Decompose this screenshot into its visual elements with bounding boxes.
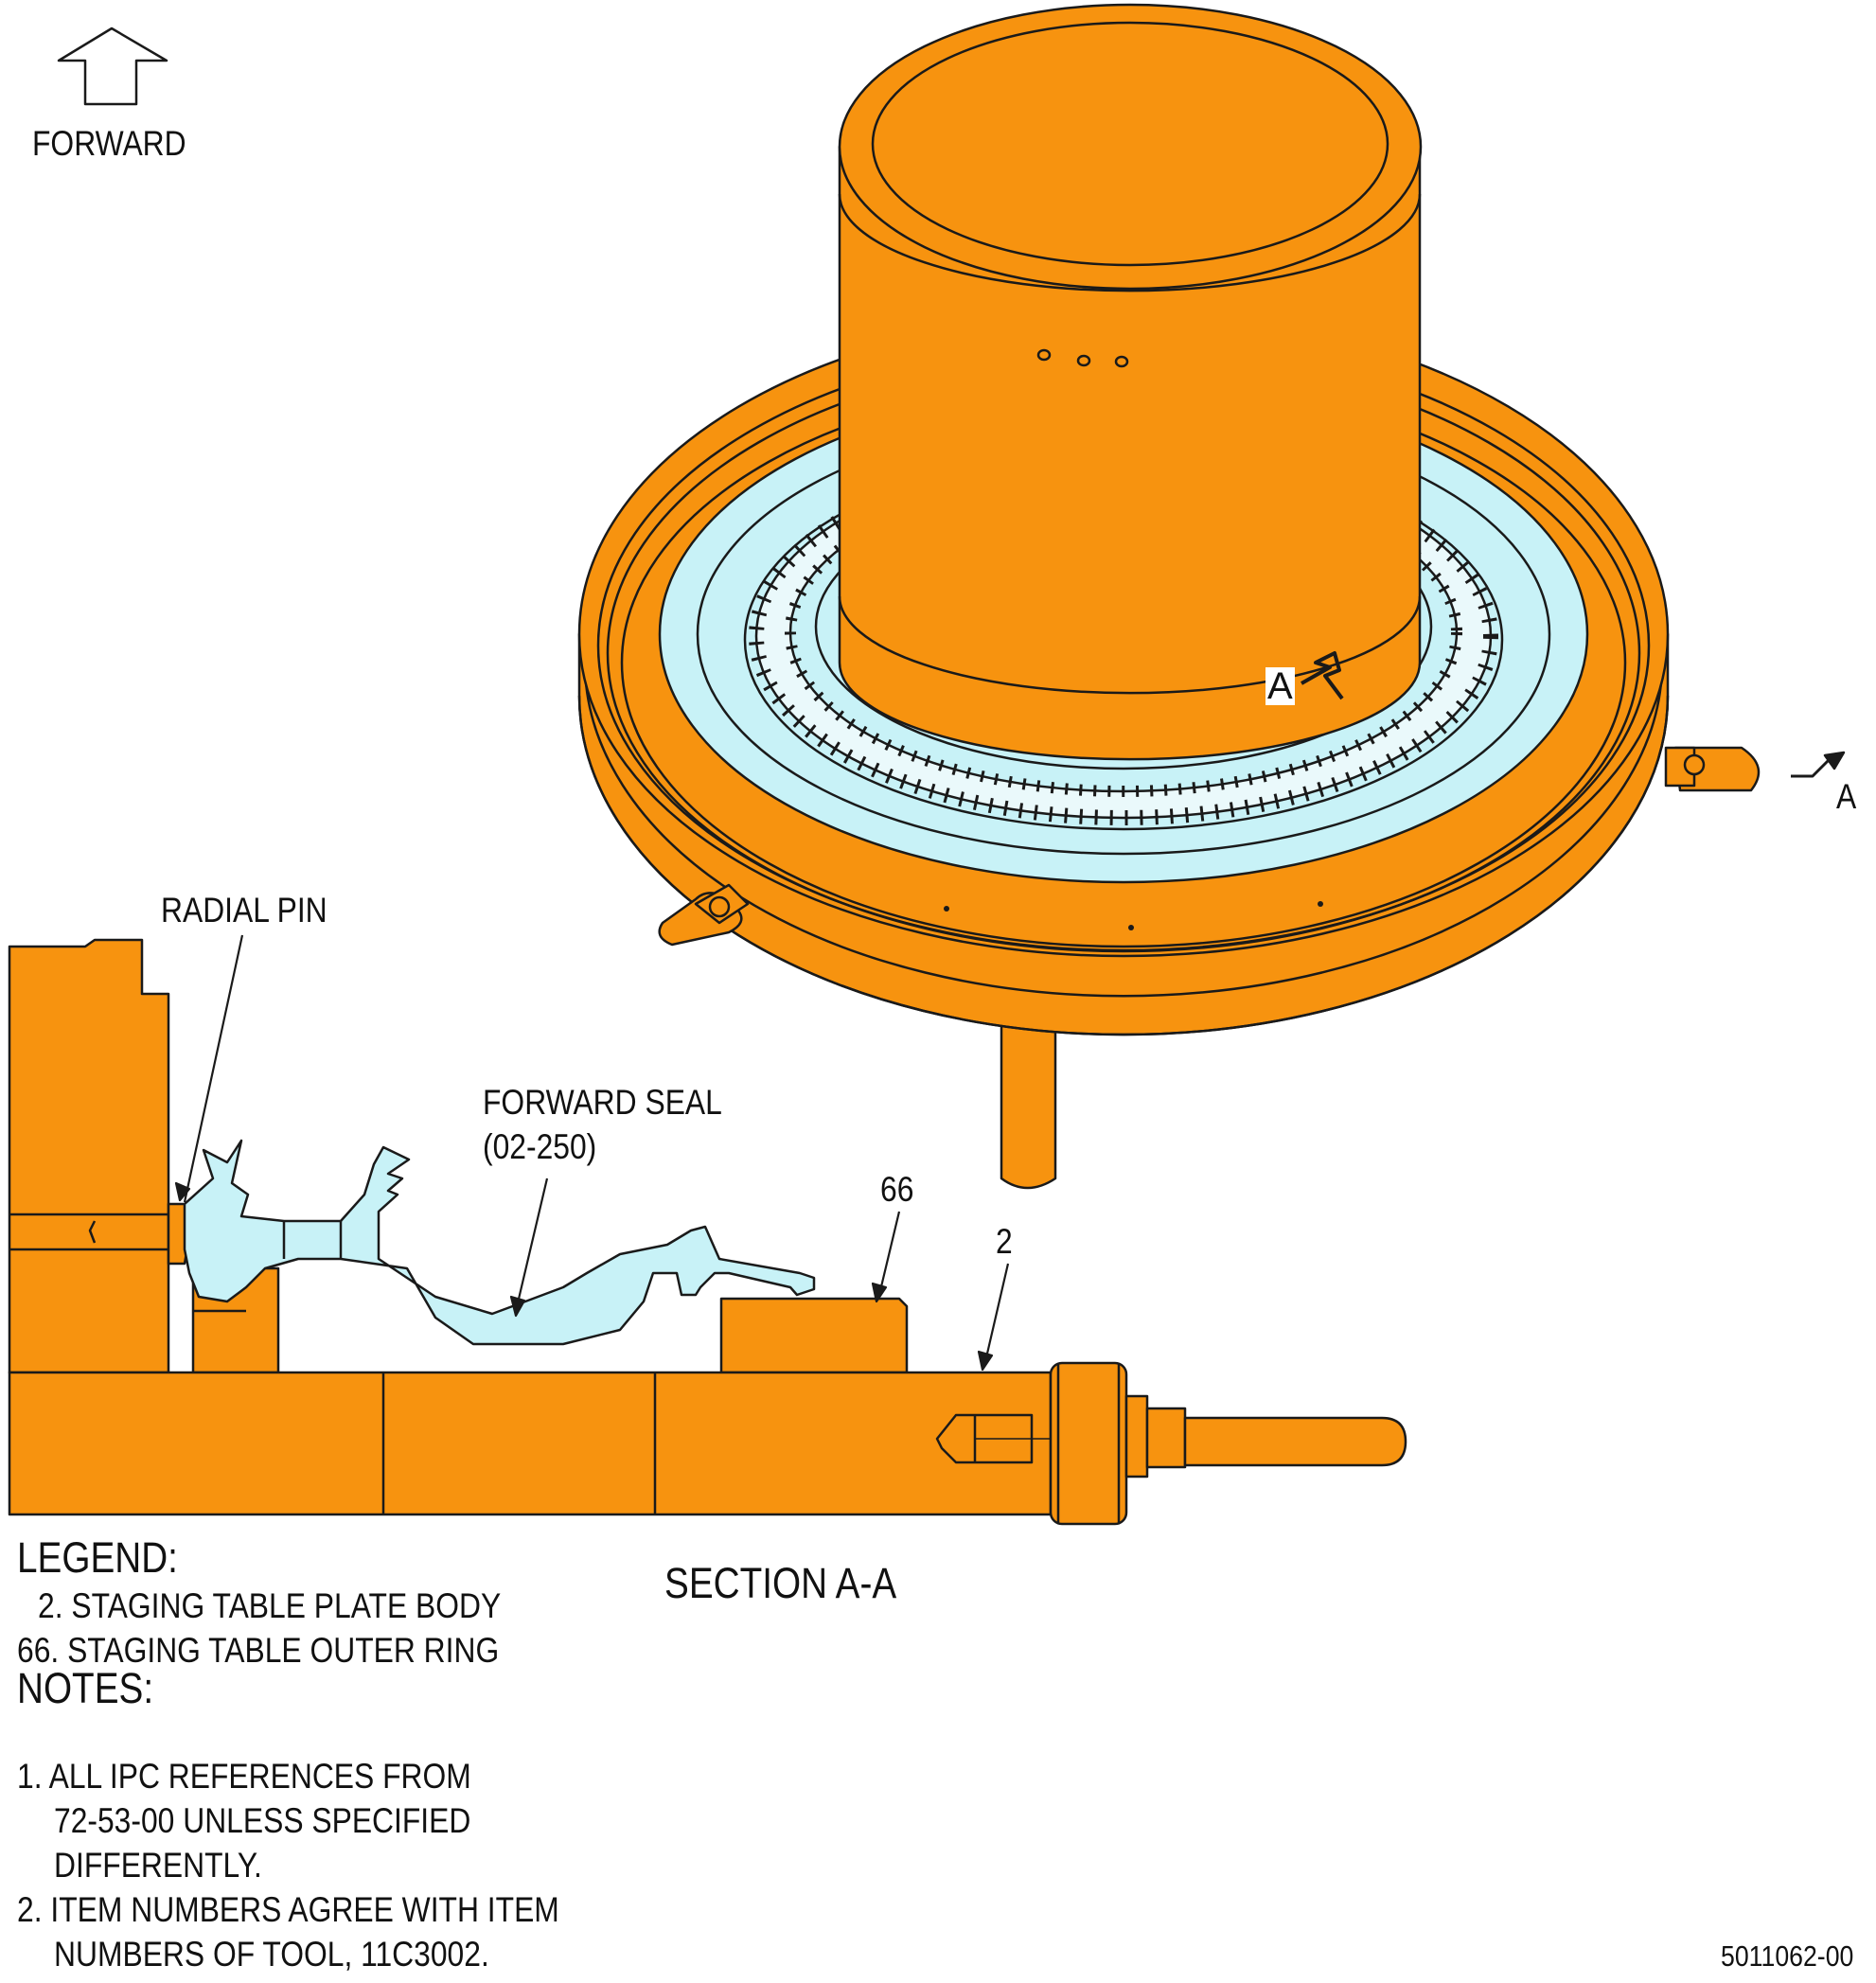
leader-lines — [174, 934, 1010, 1372]
forward-seal-part-number: (02-250) — [483, 1127, 597, 1166]
section-arrow-icon — [1301, 651, 1344, 700]
notes-title: NOTES: — [17, 1664, 154, 1712]
forward-seal-profile — [183, 1139, 816, 1346]
section-title: SECTION A-A — [664, 1559, 897, 1607]
legend-title: LEGEND: — [17, 1533, 178, 1582]
left-wall — [8, 938, 170, 1374]
note-line: NUMBERS OF TOOL, 11C3002. — [54, 1935, 489, 1974]
cylinder-body — [838, 145, 1422, 761]
section-a-a-view — [8, 938, 1407, 1526]
figure-id: 5011062-00 — [1721, 1939, 1854, 1973]
nut — [1049, 1361, 1128, 1526]
radial-pin-callout: RADIAL PIN — [161, 891, 327, 930]
fixture-isometric-view — [577, 3, 1846, 1190]
legend-item: 2. STAGING TABLE PLATE BODY — [38, 1586, 502, 1625]
item-66-callout: 66 — [880, 1170, 914, 1209]
lift-handle-right — [1664, 746, 1761, 792]
plate-body-2 — [8, 1371, 1053, 1516]
section-marker-a-cylinder: A — [1265, 665, 1295, 707]
support-shaft — [1000, 983, 1057, 1190]
section-marker-a-edge: A — [1836, 777, 1857, 816]
note-line: 1. ALL IPC REFERENCES FROM — [17, 1757, 471, 1796]
note-line: DIFFERENTLY. — [54, 1846, 262, 1885]
item-2-callout: 2 — [996, 1222, 1013, 1261]
lift-handle-left — [658, 883, 750, 947]
note-line: 72-53-00 UNLESS SPECIFIED — [54, 1801, 471, 1840]
legend-item: 66. STAGING TABLE OUTER RING — [17, 1631, 500, 1670]
cylinder-top — [838, 3, 1423, 291]
handle-rod — [1183, 1416, 1407, 1467]
forward-label: FORWARD — [32, 124, 186, 163]
forward-seal-callout: FORWARD SEAL — [483, 1083, 722, 1122]
outer-ring-66 — [719, 1297, 909, 1374]
note-line: 2. ITEM NUMBERS AGREE WITH ITEM — [17, 1890, 559, 1929]
forward-arrow-icon — [57, 27, 168, 106]
